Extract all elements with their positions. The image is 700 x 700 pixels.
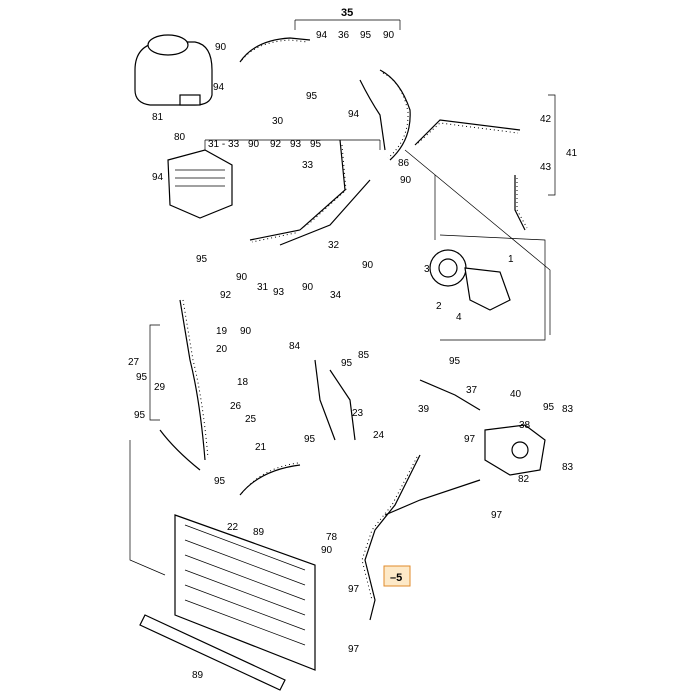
label-94: 94: [213, 82, 225, 93]
highlight-label: –5: [390, 572, 402, 584]
label-97: 97: [348, 644, 360, 655]
label-90: 90: [302, 282, 314, 293]
label-31-33: 31 - 33: [208, 139, 240, 150]
label-80: 80: [174, 132, 186, 143]
label-90: 90: [321, 545, 333, 556]
thermostat-housing: [419, 379, 546, 476]
label-18: 18: [237, 377, 249, 388]
label-40: 40: [510, 389, 522, 400]
label-95: 95: [360, 30, 372, 41]
lower-left-hose: [159, 299, 301, 496]
water-pump: [429, 249, 511, 311]
label-93: 93: [290, 139, 302, 150]
label-94: 94: [152, 172, 164, 183]
label-24: 24: [373, 430, 385, 441]
label-31: 31: [257, 282, 269, 293]
label-86: 86: [398, 158, 410, 169]
oil-cooler: [167, 149, 233, 219]
label-2: 2: [436, 301, 442, 312]
label-95: 95: [306, 91, 318, 102]
label-81: 81: [152, 112, 164, 123]
label-94: 94: [348, 109, 360, 120]
label-90: 90: [240, 326, 252, 337]
label-27: 27: [128, 357, 140, 368]
label-82: 82: [518, 474, 530, 485]
label-78: 78: [326, 532, 338, 543]
label-92: 92: [220, 290, 232, 301]
radiator: [139, 514, 316, 691]
label-26: 26: [230, 401, 242, 412]
label-19: 19: [216, 326, 228, 337]
upper-hoses: [239, 37, 528, 246]
label-85: 85: [358, 350, 370, 361]
label-22: 22: [227, 522, 239, 533]
label-4: 4: [456, 312, 462, 323]
label-92: 92: [270, 139, 282, 150]
label-97: 97: [348, 584, 360, 595]
label-90: 90: [383, 30, 395, 41]
label-90: 90: [362, 260, 374, 271]
label-39: 39: [418, 404, 430, 415]
label-90: 90: [236, 272, 248, 283]
label-35: 35: [341, 7, 353, 19]
label-37: 37: [466, 385, 478, 396]
label-42: 42: [540, 114, 552, 125]
label-95: 95: [136, 372, 148, 383]
metal-pipes: [314, 359, 356, 441]
label-90: 90: [400, 175, 412, 186]
group-brackets: [129, 19, 556, 576]
label-84: 84: [289, 341, 301, 352]
label-95: 95: [310, 139, 322, 150]
label-41: 41: [566, 148, 578, 159]
label-95: 95: [341, 358, 353, 369]
label-89: 89: [253, 527, 265, 538]
label-3: 3: [424, 264, 430, 275]
label-95: 95: [449, 356, 461, 367]
label-33: 33: [302, 160, 314, 171]
label-30: 30: [272, 116, 284, 127]
label-89: 89: [192, 670, 204, 681]
label-20: 20: [216, 344, 228, 355]
label-29: 29: [154, 382, 166, 393]
label-36: 36: [338, 30, 350, 41]
label-32: 32: [328, 240, 340, 251]
label-95: 95: [196, 254, 208, 265]
label-25: 25: [245, 414, 257, 425]
label-90: 90: [215, 42, 227, 53]
label-23: 23: [352, 408, 364, 419]
label-83: 83: [562, 404, 574, 415]
label-95: 95: [214, 476, 226, 487]
label-93: 93: [273, 287, 285, 298]
part-labels: 35 90 94 36 95 90 81 94 95 94 42 41 43 8…: [128, 7, 578, 681]
label-94: 94: [316, 30, 328, 41]
highlighted-part-5: –5: [383, 565, 411, 587]
label-21: 21: [255, 442, 267, 453]
label-83: 83: [562, 462, 574, 473]
label-95: 95: [543, 402, 555, 413]
label-90: 90: [248, 139, 260, 150]
expansion-tank: [134, 34, 213, 106]
label-1: 1: [508, 254, 514, 265]
label-97: 97: [491, 510, 503, 521]
label-34: 34: [330, 290, 342, 301]
label-95: 95: [134, 410, 146, 421]
highlighted-hose: [361, 454, 481, 621]
label-43: 43: [540, 162, 552, 173]
label-97: 97: [464, 434, 476, 445]
label-95: 95: [304, 434, 316, 445]
label-38: 38: [519, 420, 531, 431]
